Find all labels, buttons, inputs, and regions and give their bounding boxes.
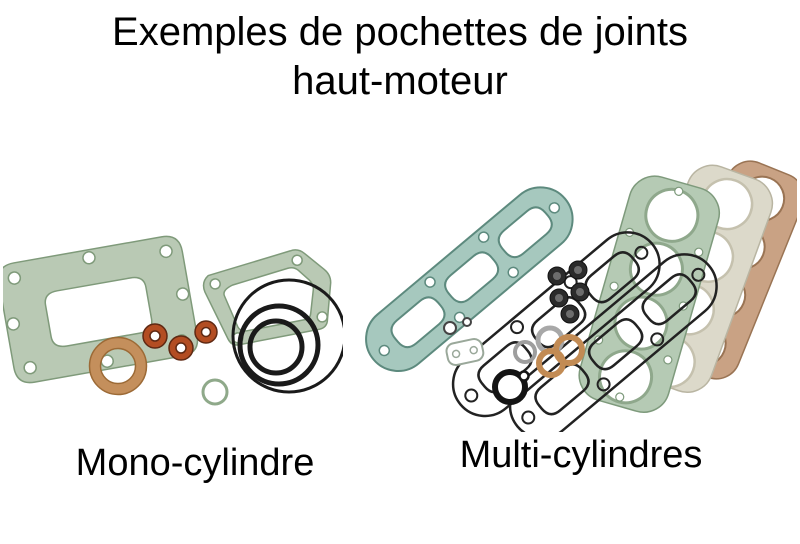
page-title-line2: haut-moteur [292, 58, 508, 103]
tiny-rings [443, 317, 472, 335]
bottom-o-ring [492, 369, 530, 405]
orange-washers [142, 320, 218, 361]
mono-cylinder-caption: Mono-cylindre [75, 442, 315, 484]
multi-cylinder-caption: Multi-cylindres [459, 434, 703, 476]
small-gasket-ring [201, 378, 229, 406]
multi-cylinder-figure: Multi-cylindres [345, 140, 797, 477]
copper-ring [88, 336, 148, 396]
metal-washers [513, 325, 585, 378]
black-ladder-gasket-b [495, 240, 731, 432]
multi-cylinder-gasket-photo [352, 160, 797, 432]
mono-cylinder-figure: Mono-cylindre [3, 224, 343, 485]
teal-ladder-gasket [352, 173, 587, 386]
valve-seals [547, 260, 590, 324]
small-plate-gasket [445, 338, 485, 367]
page-title-line1: Exemples de pochettes de joints [112, 10, 688, 54]
black-o-rings [231, 278, 343, 394]
mono-cylinder-gasket-photo [3, 235, 343, 406]
